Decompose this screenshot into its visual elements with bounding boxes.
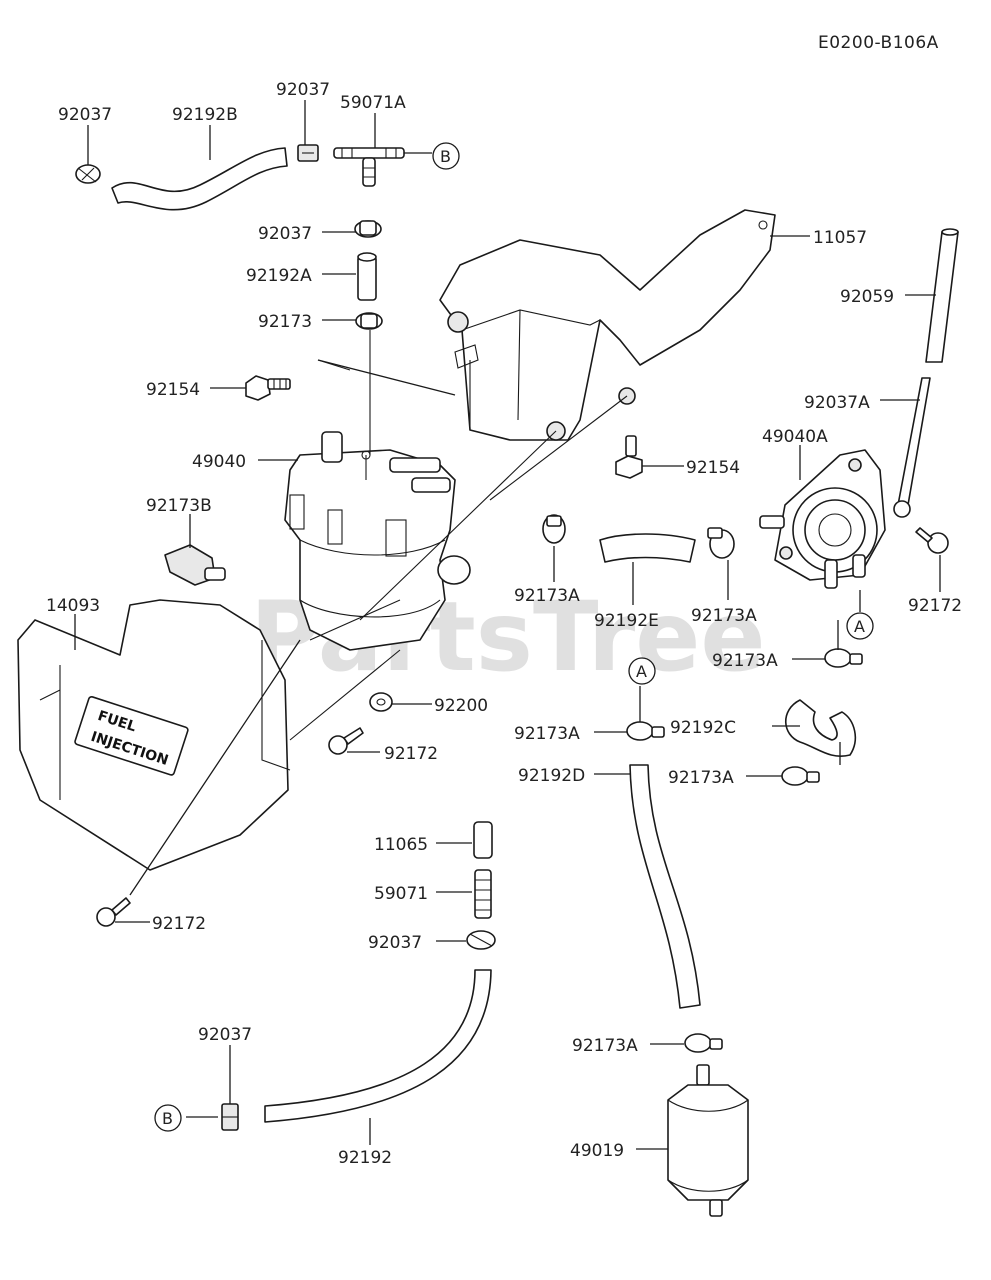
label-59071: 59071 [374,884,428,904]
ref-circle-b-top: B [432,142,460,170]
label-92173A-4: 92173A [514,724,580,744]
diagram-code: E0200-B106A [818,33,939,53]
svg-text:B: B [162,1109,173,1128]
ref-circle-b-bottom: B [154,1104,182,1132]
label-92172-right: 92172 [908,596,962,616]
hose-92192C[interactable] [785,699,857,757]
clamp-92173A-5[interactable] [781,766,820,786]
label-92173: 92173 [258,312,312,332]
clamp-92173A-4[interactable] [626,721,665,741]
ref-circle-a-right: A [846,612,874,640]
label-92192D: 92192D [518,766,585,786]
svg-text:B: B [440,147,451,166]
clamp-92173[interactable] [355,312,383,330]
label-92037-bottom: 92037 [198,1025,252,1045]
svg-text:A: A [636,662,647,681]
clamp-92173A-6[interactable] [684,1033,723,1053]
bolt-92154-left[interactable] [245,375,291,401]
clip-92037-left[interactable] [75,164,101,184]
strap-92037A[interactable] [893,377,931,518]
leader-lines [74,100,941,1150]
label-11065: 11065 [374,835,428,855]
label-11057: 11057 [813,228,867,248]
fitting-59071[interactable] [474,869,492,919]
label-92173A-3: 92173A [712,651,778,671]
label-92192B: 92192B [172,105,238,125]
hose-92192D[interactable] [629,764,701,1009]
clamp-92173A-3[interactable] [824,648,863,668]
label-49040: 49040 [192,452,246,472]
label-92192E: 92192E [594,611,659,631]
clip-92037-mid[interactable] [354,220,382,238]
tee-fitting-59071A[interactable] [333,147,405,187]
label-92037A: 92037A [804,393,870,413]
label-92173A-1: 92173A [514,586,580,606]
clamp-92173A-2[interactable] [707,527,735,559]
ref-circle-a-mid: A [628,657,656,685]
label-92154-left: 92154 [146,380,200,400]
clamp-92037-low[interactable] [466,930,496,950]
hose-92192B[interactable] [111,147,288,211]
connector-92037-bottom[interactable] [221,1103,239,1131]
label-92173A-2: 92173A [691,606,757,626]
fuel-filter-49019[interactable] [667,1064,749,1217]
washer-92200[interactable] [369,692,393,712]
connector-92037-top[interactable] [297,144,319,162]
label-92037-left: 92037 [58,105,112,125]
label-92059: 92059 [840,287,894,307]
label-92173A-5: 92173A [668,768,734,788]
label-92172-low: 92172 [152,914,206,934]
bolt-92154-right[interactable] [615,435,643,479]
label-92172-mid: 92172 [384,744,438,764]
clip-92173B[interactable] [164,544,226,586]
label-49040A: 49040A [762,427,828,447]
hose-92192E[interactable] [599,533,696,563]
label-92192A: 92192A [246,266,312,286]
fuel-tank-49040[interactable] [284,431,471,651]
screw-92172-mid[interactable] [328,727,364,755]
plug-11065[interactable] [473,821,493,859]
label-92037-mid: 92037 [258,224,312,244]
label-92192C: 92192C [670,718,736,738]
tube-92059[interactable] [925,228,959,363]
svg-text:A: A [854,617,865,636]
label-92037-top: 92037 [276,80,330,100]
bracket-11057[interactable] [439,209,776,441]
hose-92192A[interactable] [357,252,377,301]
label-92200: 92200 [434,696,488,716]
label-14093: 14093 [46,596,100,616]
label-92173B: 92173B [146,496,212,516]
label-92154-right: 92154 [686,458,740,478]
hose-92192[interactable] [264,969,492,1123]
label-92173A-6: 92173A [572,1036,638,1056]
label-49019: 49019 [570,1141,624,1161]
label-92037-low: 92037 [368,933,422,953]
clamp-92173A-1[interactable] [542,514,566,544]
fuel-pump-49040A[interactable] [759,449,886,589]
screw-92172-low[interactable] [96,897,131,927]
screw-92172-right[interactable] [915,527,949,554]
label-92192: 92192 [338,1148,392,1168]
cover-14093[interactable]: FUEL INJECTION [17,599,291,871]
fuel-injection-nameplate: FUEL INJECTION [74,695,189,776]
label-59071A: 59071A [340,93,406,113]
